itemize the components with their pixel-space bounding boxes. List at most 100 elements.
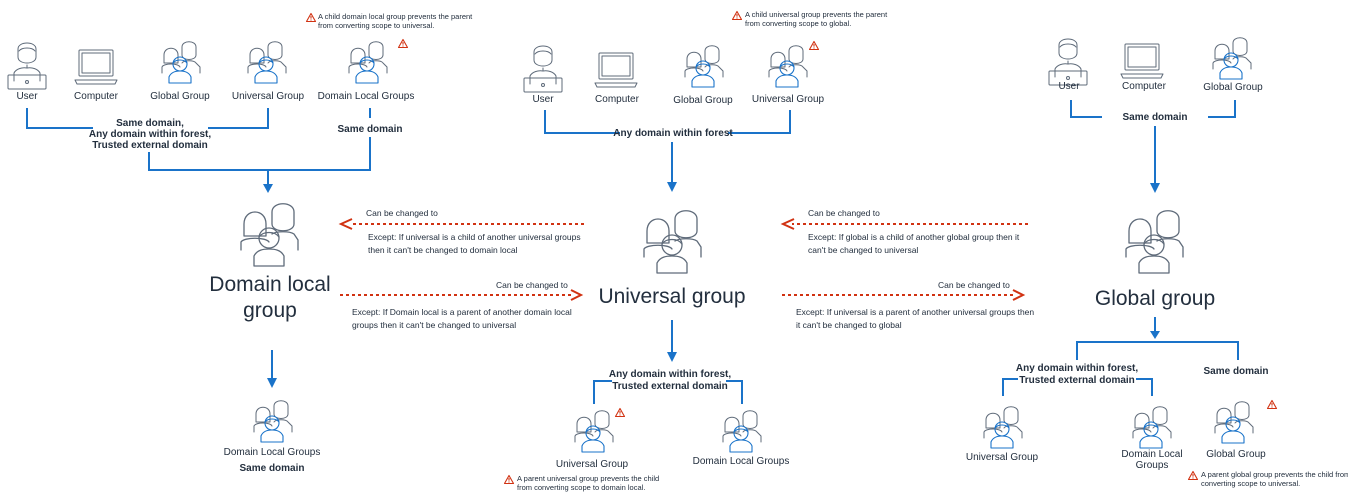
global-group-title: Global group <box>1094 287 1216 310</box>
r-to-m-label: Can be changed to <box>808 208 880 218</box>
left-user-label: User <box>16 91 38 102</box>
left-child-domain-local-icon <box>253 400 293 443</box>
middle-connector-a <box>544 110 620 134</box>
middle-child-universal-icon <box>574 410 614 453</box>
middle-global-group-label: Global Group <box>673 95 733 106</box>
arrowhead-to-universal-a <box>570 289 584 301</box>
left-scope-a-line1: Same domain, <box>116 118 184 129</box>
middle-universal-group-label: Universal Group <box>751 94 825 105</box>
m-to-r-except: Except: If universal is a parent of anot… <box>796 306 1034 332</box>
right-child-universal-label: Universal Group <box>965 452 1039 463</box>
left-user-icon <box>7 42 47 90</box>
right-child-bracket <box>1076 341 1239 360</box>
middle-arrowhead <box>667 182 677 192</box>
left-child-scope: Same domain <box>239 463 305 474</box>
middle-child-scope: Any domain within forest, Trusted extern… <box>609 369 731 393</box>
m-to-r-except-line1: Except: If universal is a parent of anot… <box>796 307 1035 317</box>
left-global-group-icon <box>161 41 201 84</box>
right-child-global-warning-icon <box>1266 399 1278 410</box>
left-universal-group-icon <box>247 41 287 84</box>
right-child-global-icon <box>1214 401 1254 444</box>
right-child-domain-local-line2: Groups <box>1135 460 1169 471</box>
right-child-warning-text: A parent global group prevents the child… <box>1201 470 1348 488</box>
m-to-l-except-line1: Except: If universal is a child of anoth… <box>368 232 581 242</box>
right-global-group-label: Global Group <box>1203 82 1263 93</box>
middle-child-arrowhead <box>667 352 677 362</box>
right-child-warning-line1: A parent global group prevents the child… <box>1201 470 1348 479</box>
universal-group-icon <box>643 210 702 274</box>
right-child-domain-local-label: Domain Local Groups <box>1121 449 1182 471</box>
middle-global-group-icon <box>684 45 724 88</box>
middle-computer-icon <box>594 52 638 88</box>
middle-child-warning-line1: A parent universal group prevents the ch… <box>517 474 660 483</box>
right-scope: Same domain <box>1122 112 1188 123</box>
middle-connector-b <box>728 110 791 134</box>
left-domain-local-groups-icon <box>348 41 388 84</box>
m-to-l-except: Except: If universal is a child of anoth… <box>368 231 581 257</box>
universal-group-title: Universal group <box>598 285 746 308</box>
left-connector-b <box>208 108 269 129</box>
left-global-group-label: Global Group <box>150 91 210 102</box>
left-computer-icon <box>74 49 118 85</box>
right-child-domain-local-icon <box>1132 406 1172 449</box>
m-to-r-except-line2: it can't be changed to global <box>796 320 902 330</box>
middle-universal-warning-icon <box>808 40 820 51</box>
arrowhead-to-universal-b <box>780 218 795 230</box>
left-child-arrowhead <box>267 378 277 388</box>
right-child-universal-icon <box>983 406 1023 449</box>
right-user-icon <box>1048 38 1088 86</box>
middle-child-domain-local-label: Domain Local Groups <box>692 456 790 467</box>
m-to-l-label: Can be changed to <box>366 208 438 218</box>
middle-user-icon <box>523 45 563 93</box>
domain-local-group-title-line1: Domain local <box>209 273 331 296</box>
m-to-l-except-line2: then it can't be changed to domain local <box>368 245 518 255</box>
right-arrowhead <box>1150 183 1160 193</box>
l-to-m-except: Except: If Domain local is a parent of a… <box>352 306 572 332</box>
domain-local-group-icon <box>240 203 299 267</box>
left-warning-icon <box>305 12 317 23</box>
r-to-m-except-line2: can't be changed to universal <box>808 245 919 255</box>
left-scope-a: Same domain, Any domain within forest, T… <box>89 118 211 151</box>
right-global-group-icon <box>1212 37 1252 80</box>
right-child-connector-a <box>1002 378 1018 396</box>
right-computer-icon <box>1120 43 1164 79</box>
middle-universal-group-icon <box>768 45 808 88</box>
domain-local-group-title-line2: group <box>243 299 297 322</box>
left-scope-a-line3: Trusted external domain <box>92 140 208 151</box>
right-child-domain-local-line1: Domain Local <box>1121 449 1183 460</box>
right-child-arrowhead <box>1150 331 1160 339</box>
left-scope-a-line2: Any domain within forest, <box>88 129 212 140</box>
middle-child-connector-b <box>726 380 743 404</box>
right-child-scope-a-line1: Any domain within forest, <box>1015 363 1139 374</box>
middle-warning-line2: from converting scope to global. <box>745 19 852 28</box>
middle-child-domain-local-icon <box>722 410 762 453</box>
right-user-label: User <box>1058 81 1080 92</box>
r-to-m-except: Except: If global is a child of another … <box>808 231 1019 257</box>
right-connector-a <box>1070 100 1102 118</box>
l-to-m-label: Can be changed to <box>496 280 568 290</box>
middle-child-warning-text: A parent universal group prevents the ch… <box>517 474 659 492</box>
right-child-warning-line2: converting scope to universal. <box>1201 479 1301 488</box>
arrowhead-to-global <box>1012 289 1026 301</box>
middle-warning-text: A child universal group prevents the par… <box>745 10 887 28</box>
left-warning-line2: from converting scope to universal. <box>318 21 435 30</box>
global-group-icon <box>1125 210 1184 274</box>
right-connector-b <box>1208 100 1236 118</box>
right-child-global-label: Global Group <box>1206 449 1266 460</box>
r-to-m-except-line1: Except: If global is a child of another … <box>808 232 1020 242</box>
left-computer-label: Computer <box>74 91 118 102</box>
middle-child-warning-line2: from converting scope to domain local. <box>517 483 646 492</box>
left-connector-a <box>26 108 93 129</box>
right-child-scope-b: Same domain <box>1203 366 1269 377</box>
middle-scope: Any domain within forest <box>613 128 733 139</box>
middle-user-label: User <box>532 94 554 105</box>
arrowhead-to-domain-local <box>338 218 353 230</box>
right-child-scope-a: Any domain within forest, Trusted extern… <box>1016 363 1138 387</box>
domain-local-group-title: Domain local group <box>209 272 330 324</box>
middle-warning-line1: A child universal group prevents the par… <box>745 10 888 19</box>
middle-child-scope-line1: Any domain within forest, <box>608 369 732 380</box>
left-domain-local-warning-icon <box>397 38 409 49</box>
left-warning-line1: A child domain local group prevents the … <box>318 12 473 21</box>
right-child-connector-b <box>1136 378 1153 396</box>
